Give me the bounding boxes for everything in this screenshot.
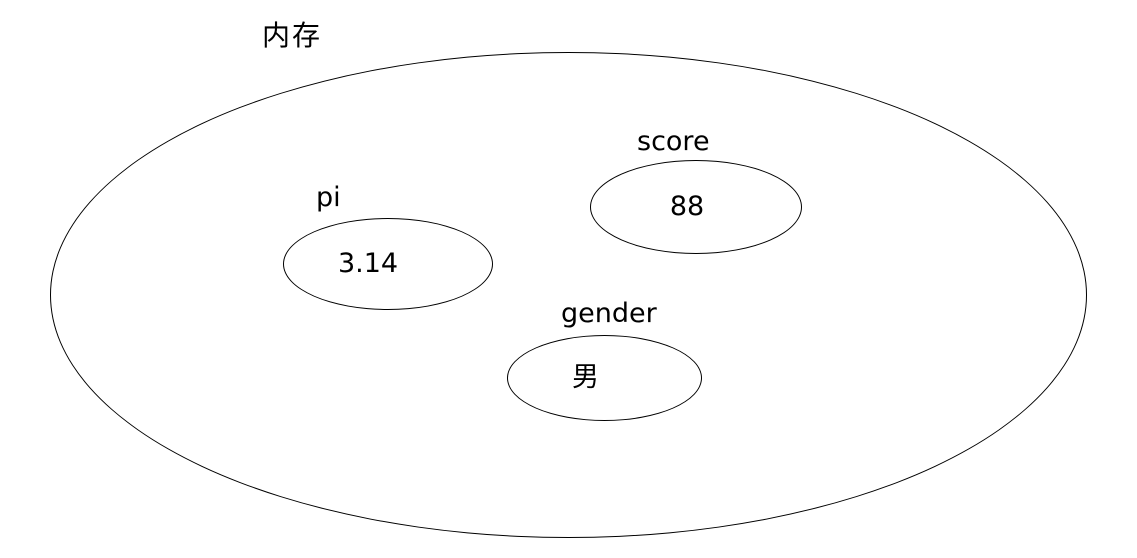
variable-ellipse-gender: 男 (507, 335, 702, 421)
memory-boundary-ellipse (50, 52, 1087, 538)
variable-ellipse-pi: 3.14 (283, 218, 493, 310)
variable-ellipse-score: 88 (590, 160, 802, 254)
variable-value-pi: 3.14 (337, 248, 399, 279)
memory-title-label: 内存 (262, 19, 323, 52)
variable-name-score: score (637, 126, 710, 157)
variable-name-pi: pi (316, 182, 341, 213)
variable-name-gender: gender (561, 298, 657, 329)
variable-value-gender: 男 (572, 362, 599, 393)
variable-value-score: 88 (669, 191, 705, 222)
